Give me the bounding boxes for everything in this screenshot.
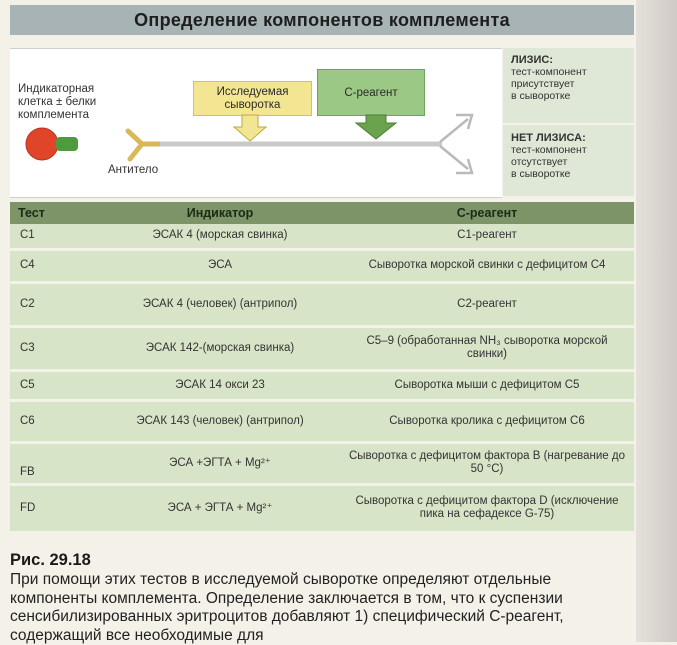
test-cell: С1	[10, 224, 100, 251]
test-cell: С6	[10, 400, 100, 444]
reagent-cell: Сыворотка мыши с дефицитом С5	[340, 370, 634, 402]
serum-down-arrow	[232, 114, 268, 142]
test-cell: С3	[10, 326, 100, 372]
table-header-row: Тест Индикатор С-реагент	[10, 202, 634, 224]
diagram-graphics	[25, 113, 474, 175]
reagent-cell: Сыворотка с дефицитом фактора D (исключе…	[340, 484, 634, 534]
table-row: С4 ЭСА Сыворотка морской свинки с дефици…	[10, 249, 634, 284]
indicator-cell: ЭСАК 14 окси 23	[100, 370, 340, 402]
table-row: С1 ЭСАК 4 (морская свинка) С1-реагент	[10, 224, 634, 251]
lysis-result: ЛИЗИС: тест-компонент присутствует в сыв…	[511, 54, 587, 102]
complement-protein-icon	[56, 137, 78, 151]
antibody-label: Антитело	[108, 164, 159, 176]
figure-title: Определение компонентов комплемента	[134, 9, 510, 30]
test-cell: С2	[10, 282, 100, 328]
indicator-cell: ЭСАК 143 (человек) (антрипол)	[100, 400, 340, 444]
figure-title-bar: Определение компонентов комплемента	[10, 5, 634, 35]
indicator-cell: ЭСАК 142-(морская свинка)	[100, 326, 340, 372]
no-lysis-result: НЕТ ЛИЗИСА: тест-компонент отсутствует в…	[511, 132, 587, 180]
figure-caption-title: Рис. 29.18	[10, 551, 91, 569]
header-c-reagent: С-реагент	[340, 202, 634, 224]
indicator-cell-icon	[25, 127, 59, 161]
figure-caption-text: При помощи этих тестов в исследуемой сыв…	[10, 571, 564, 644]
table-row: FB ЭСА +ЭГТА + Mg²⁺ Сыворотка с дефицито…	[10, 442, 634, 486]
indicator-cell: ЭСА +ЭГТА + Mg²⁺	[100, 442, 340, 486]
reagent-cell: Сыворотка с дефицитом фактора В (нагрева…	[340, 442, 634, 486]
reagent-cell: С2-реагент	[340, 282, 634, 328]
indicator-cell: ЭСА	[100, 249, 340, 284]
reagent-cell: С1-реагент	[340, 224, 634, 251]
header-test: Тест	[10, 202, 100, 224]
antibody-icon	[125, 128, 163, 162]
reaction-fork-arrow	[439, 113, 474, 175]
test-cell: FD	[10, 484, 100, 534]
indicator-cell: ЭСАК 4 (морская свинка)	[100, 224, 340, 251]
indicator-cell: ЭСА + ЭГТА + Mg²⁺	[100, 484, 340, 534]
table-row: С2 ЭСАК 4 (человек) (антрипол) С2-реаген…	[10, 282, 634, 328]
reagent-cell: С5–9 (обработанная NH₃ сыворотка морской…	[340, 326, 634, 372]
result-panel: ЛИЗИС: тест-компонент присутствует в сыв…	[503, 48, 634, 196]
indicator-cell-label: Индикаторная клетка ± белки комплемента	[18, 83, 97, 121]
test-cell: FB	[10, 442, 100, 486]
table-row: С5 ЭСАК 14 окси 23 Сыворотка мыши с дефи…	[10, 370, 634, 402]
reagent-down-arrow	[354, 114, 398, 140]
table-row: FD ЭСА + ЭГТА + Mg²⁺ Сыворотка с дефицит…	[10, 484, 634, 534]
page-edge-shadow	[636, 0, 677, 642]
complement-test-table: Тест Индикатор С-реагент С1 ЭСАК 4 (морс…	[10, 202, 634, 534]
test-cell: С4	[10, 249, 100, 284]
reagent-cell: Сыворотка кролика с дефицитом С6	[340, 400, 634, 444]
table-row: С3 ЭСАК 142-(морская свинка) С5–9 (обраб…	[10, 326, 634, 372]
table-row: С6 ЭСАК 143 (человек) (антрипол) Сыворот…	[10, 400, 634, 444]
assay-diagram: Индикаторная клетка ± белки комплемента …	[10, 48, 502, 198]
reagent-cell: Сыворотка морской свинки с дефицитом С4	[340, 249, 634, 284]
result-divider	[503, 123, 634, 125]
test-serum-box: Исследуемая сыворотка	[193, 81, 312, 116]
header-indicator: Индикатор	[100, 202, 340, 224]
indicator-cell: ЭСАК 4 (человек) (антрипол)	[100, 282, 340, 328]
test-cell: С5	[10, 370, 100, 402]
